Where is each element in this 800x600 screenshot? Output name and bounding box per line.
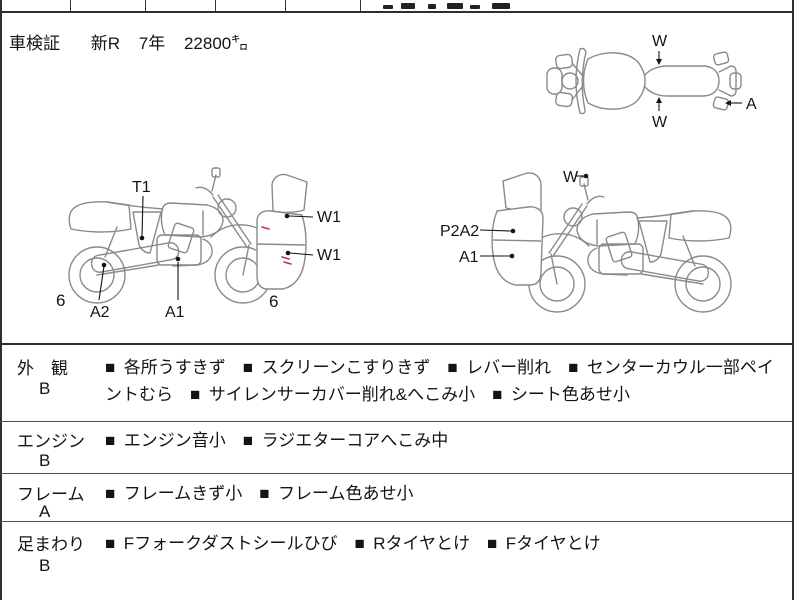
clipped-text-fragment [401,3,415,9]
defect-comments: ■ Fフォークダストシールひび ■ Rタイヤとけ ■ Fタイヤとけ [105,534,601,553]
page-border-left [0,0,2,600]
front-cowl-drawing [256,173,308,290]
header-column-divider [215,0,216,11]
windscreen [271,173,308,214]
clipped-text-fragment [470,5,480,9]
grade-mark-right: 6 [269,292,278,311]
header-column-divider [70,0,71,11]
damage-label-a1: A1 [165,304,185,321]
damage-label-a2: A2 [90,304,110,321]
damage-label-t1: T1 [132,179,151,196]
callout-dot-t1 [139,235,145,241]
motorcycle-side-drawing-mirrored [526,176,732,313]
clipped-text-fragment [447,3,463,9]
callout-dot-w1-top [284,213,290,219]
cowl-body [491,206,544,286]
grade-value: A [39,502,51,521]
arrowhead-up [656,97,662,103]
clipped-text-fragment [383,5,393,9]
damage-label-w-bottom: W [652,114,668,131]
top-view-diagram: W W A [546,33,757,131]
callout-dot-a1 [175,256,181,262]
defect-comments: ■ 各所うすきず ■ スクリーンこすりきず ■ レバー削れ ■ センターカウル一… [105,358,774,404]
rear-signal-right [712,96,730,111]
front-fender [546,67,563,95]
side-view-right-diagram: P2A2 A1 W [440,169,732,313]
registration-value: 新R [90,34,121,53]
header-column-divider [285,0,286,11]
left-mirror [555,53,574,70]
category-label: 外 観 [17,359,68,378]
headlight [561,72,579,90]
grade-value: B [39,556,51,575]
callout-dot-a1 [509,253,515,259]
arrowhead-left [725,100,731,106]
page-border-right [792,0,794,600]
fuel-tank [582,52,646,110]
arrowhead-down [656,59,662,65]
clipped-text-fragment [492,3,510,9]
top-view-callouts [658,51,742,111]
callout-dot-a2 [101,262,107,268]
category-label: 足まわり [17,535,85,554]
damage-label-a: A [746,96,757,113]
table-row-exterior: 外 観 B ■ 各所うすきず ■ スクリーンこすりきず ■ レバー削れ ■ セン… [0,343,793,423]
handlebar [575,47,587,115]
top-view-drawing [546,47,742,115]
damage-label-p2a2: P2A2 [440,223,479,240]
damage-label-w-top: W [652,33,668,50]
tail [718,65,737,97]
category-label: エンジン [17,432,85,451]
header-bottom-border [0,11,793,13]
front-cowl-drawing [491,172,544,286]
grade-value: B [39,451,51,470]
cowl-body [256,210,307,290]
grade-mark-left: 6 [56,291,65,310]
left-callout-lines [98,195,314,301]
rear-signal-left [712,51,730,66]
side-view-left-diagram: T1 A2 A1 W1 W1 6 6 [56,167,341,321]
seat [644,65,720,97]
callout-dot-p2a2 [510,228,516,234]
year-value: 7年 [138,34,166,53]
mileage-value: 22800㌔ [183,34,249,53]
callout-dot-w [583,173,589,179]
damage-label-w1-bottom: W1 [317,247,341,264]
table-row-frame: フレーム A ■ フレームきず小 ■ フレーム色あせ小 [0,473,793,522]
shaken-label: 車検証 [9,34,60,53]
header-column-divider [360,0,361,11]
right-mirror [555,91,574,108]
grade-value: B [39,379,51,398]
right-callout-lines [479,175,584,257]
rear-wheel-tip [729,72,742,90]
header-column-divider [145,0,146,11]
category-label: フレーム [17,485,85,504]
table-row-engine: エンジン B ■ エンジン音小 ■ ラジエターコアへこみ中 [0,421,793,474]
damage-label-a1: A1 [459,249,479,266]
defect-comments: ■ フレームきず小 ■ フレーム色あせ小 [105,484,414,503]
callout-dot-w1-bottom [285,250,291,256]
table-row-undercarriage: 足まわり B ■ Fフォークダストシールひび ■ Rタイヤとけ ■ Fタイヤとけ [0,521,793,600]
defect-comments: ■ エンジン音小 ■ ラジエターコアへこみ中 [105,431,449,450]
damage-label-w: W [563,169,579,186]
registration-line: 車検証 新R 7年 22800㌔ [9,29,262,54]
damage-marks [261,226,292,265]
windscreen [502,172,542,212]
clipped-text-fragment [428,4,436,9]
motorcycle-side-drawing [68,167,274,304]
damage-label-w1-top: W1 [317,209,341,226]
